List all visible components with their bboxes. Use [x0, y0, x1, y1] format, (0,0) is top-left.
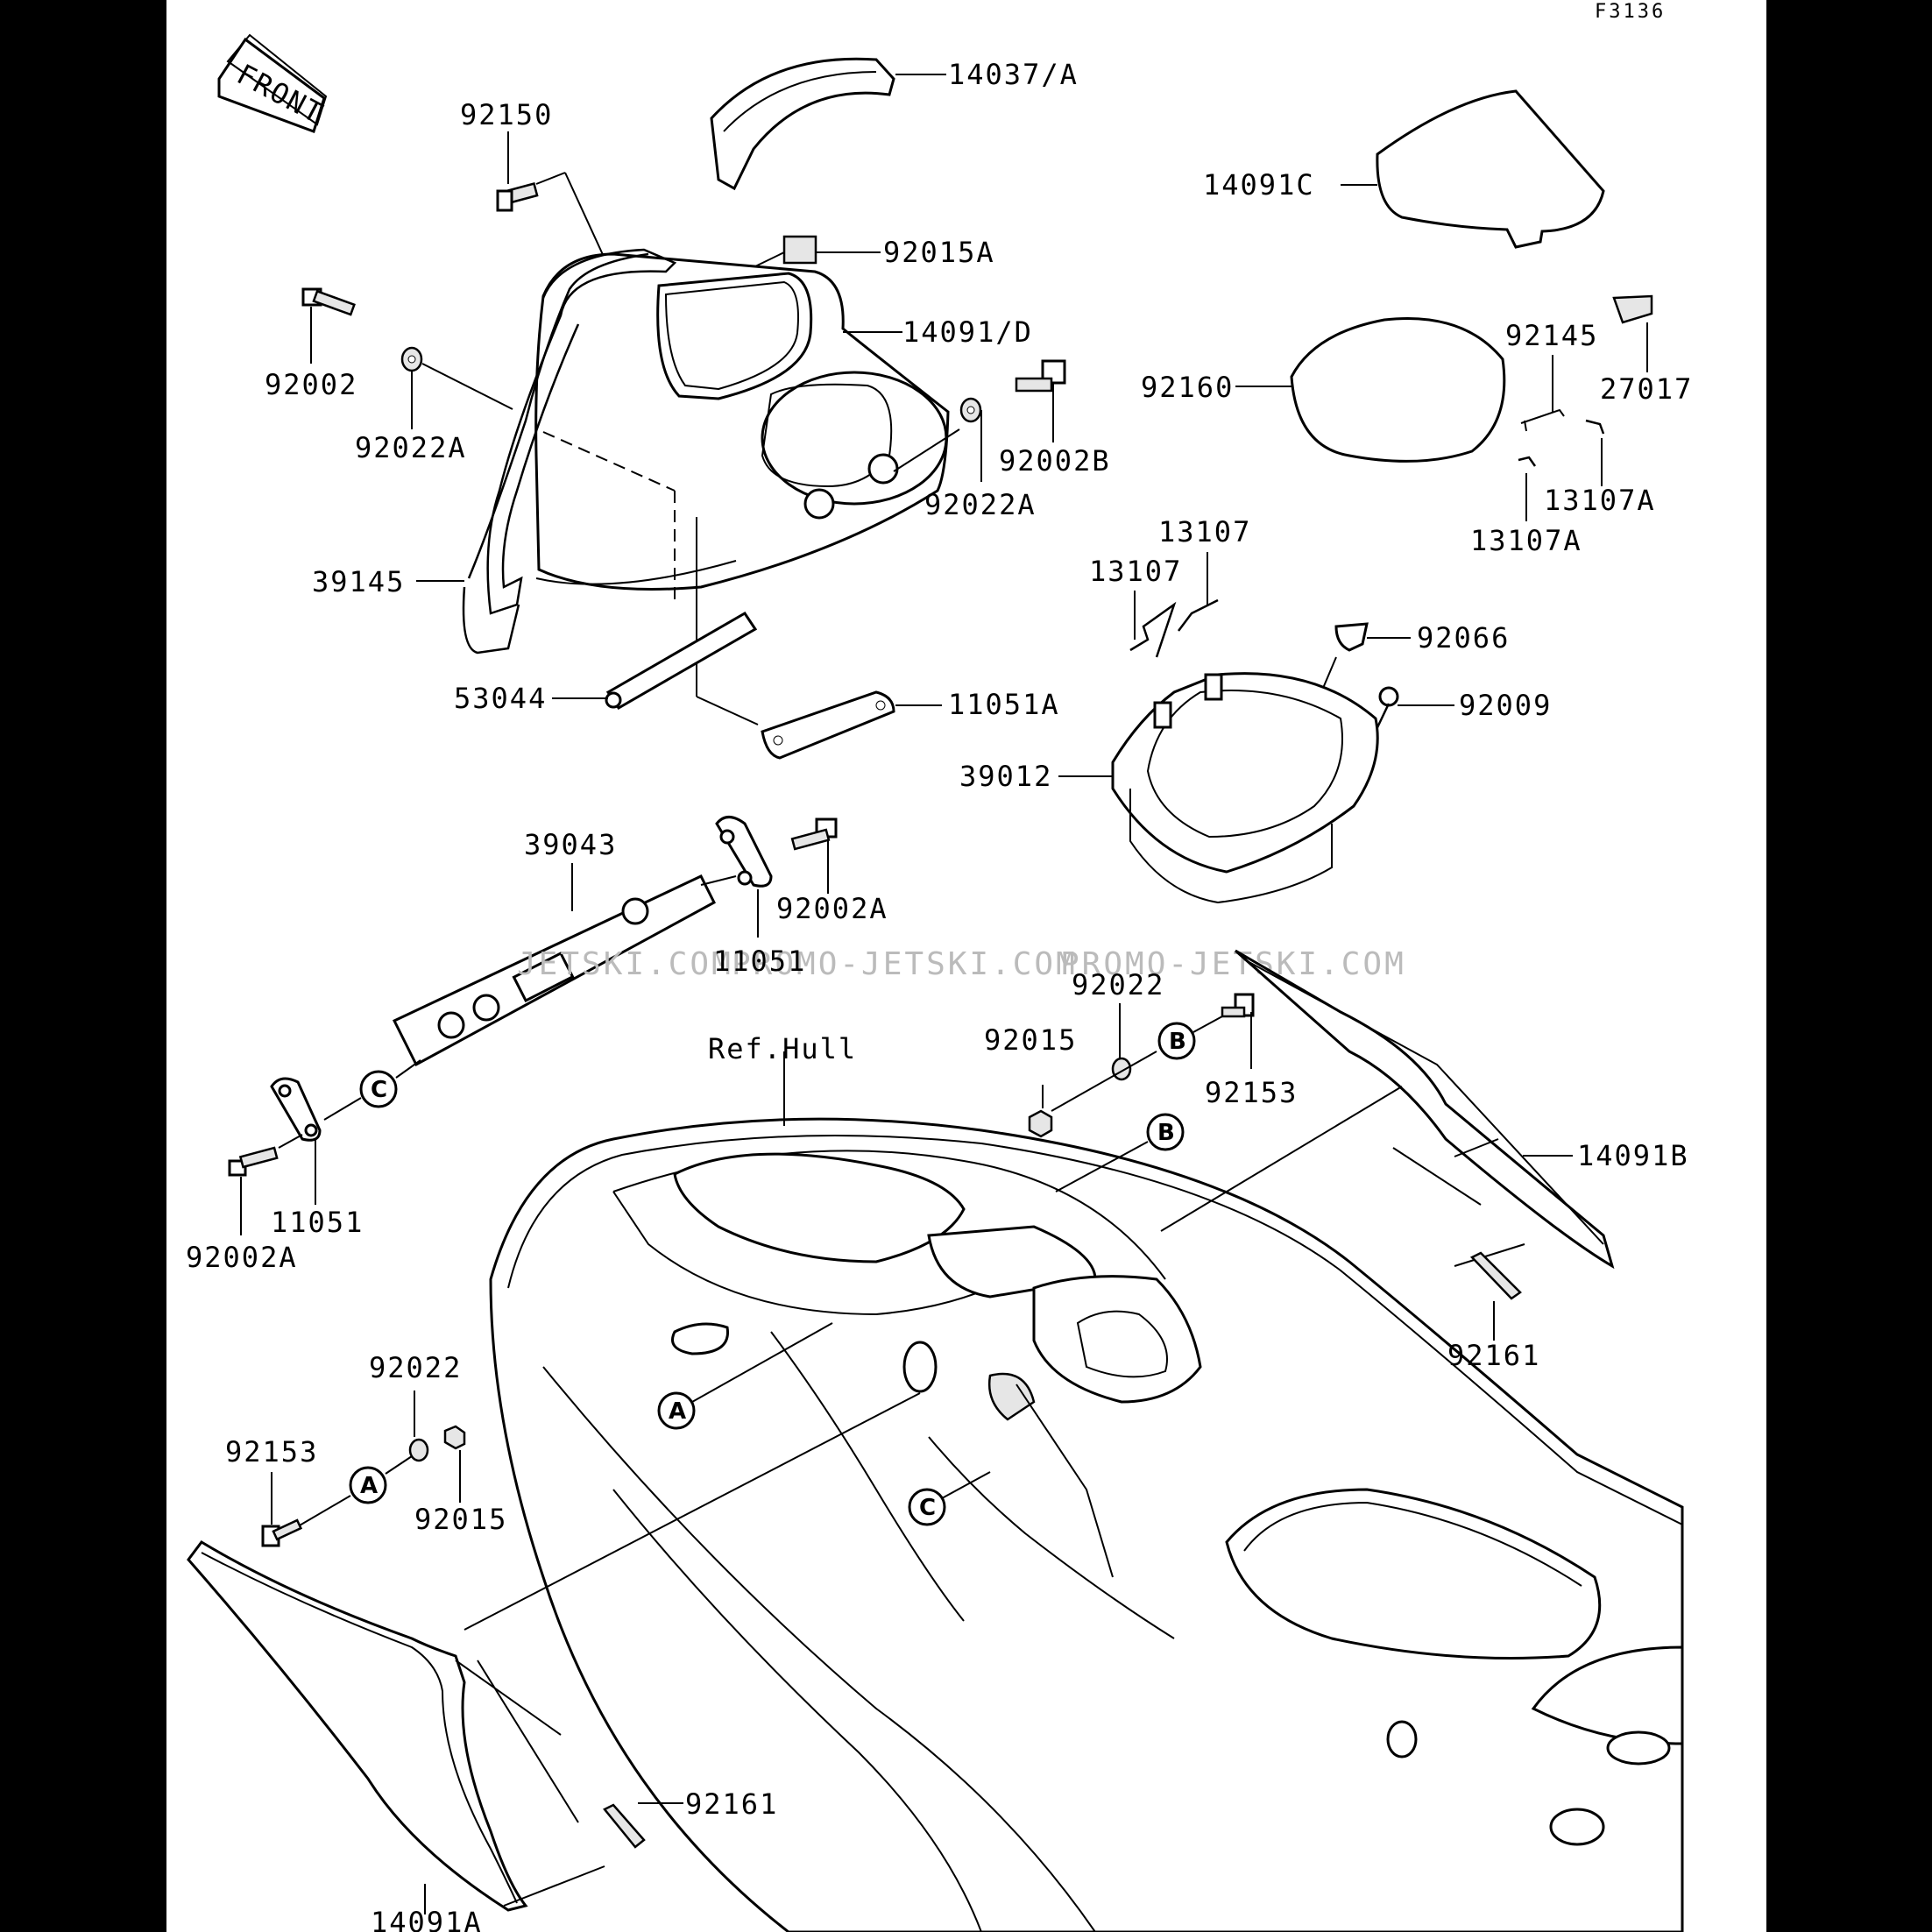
label-92002A-top: 92002A — [776, 892, 888, 925]
label-92022A-right: 92022A — [924, 488, 1037, 521]
label-13107A-2: 13107A — [1470, 524, 1582, 557]
label-11051-lower: 11051 — [271, 1206, 364, 1239]
leader-dash-1 — [542, 431, 676, 492]
watermark-left: JETSKI.COM — [517, 946, 733, 982]
part-labels: 14037/A 14091C 92150 92015A 14091/D 9200… — [186, 58, 1693, 1932]
part-92015A — [753, 235, 881, 268]
part-27017 — [1612, 294, 1653, 372]
callout-c-left — [359, 1070, 398, 1108]
label-27017: 27017 — [1600, 372, 1693, 406]
part-13107 — [1129, 552, 1219, 658]
label-39043: 39043 — [524, 828, 617, 861]
part-11051A — [761, 690, 942, 760]
callout-a-lower — [349, 1466, 387, 1504]
part-92161-right — [1469, 1251, 1522, 1341]
label-13107-1: 13107 — [1158, 515, 1251, 548]
svg-text:A: A — [669, 1398, 686, 1425]
label-92022-lower: 92022 — [369, 1351, 462, 1384]
part-92002B — [1015, 359, 1066, 442]
label-11051-top: 11051 — [713, 945, 806, 978]
label-39145: 39145 — [312, 565, 405, 598]
label-ref-hull: Ref.Hull — [708, 1032, 857, 1065]
label-92161-lower: 92161 — [685, 1787, 778, 1821]
svg-text:A: A — [360, 1473, 378, 1499]
part-13107A — [1518, 419, 1605, 521]
watermark-right: PROMO-JETSKI.COM — [1060, 946, 1406, 982]
svg-text:C: C — [371, 1077, 387, 1103]
label-53044: 53044 — [454, 682, 547, 715]
svg-text:B: B — [1169, 1029, 1186, 1055]
label-92153-lower: 92153 — [225, 1435, 318, 1468]
part-92022A-right — [893, 397, 982, 482]
callout-a-hull — [657, 1391, 696, 1430]
label-92066: 92066 — [1417, 621, 1510, 655]
label-92015A: 92015A — [883, 236, 995, 269]
part-92150 — [496, 131, 605, 259]
label-14037A: 14037/A — [948, 58, 1079, 91]
callouts-hull: B A C C — [323, 1059, 1403, 1631]
label-14091D: 14091/D — [902, 315, 1033, 349]
label-92161-right: 92161 — [1447, 1339, 1540, 1372]
part-92145 — [1520, 355, 1565, 432]
part-14091A — [187, 1540, 605, 1914]
svg-text:C: C — [919, 1495, 936, 1521]
callout-b-hull — [1146, 1113, 1185, 1151]
part-group-lower-a: A — [261, 1391, 466, 1547]
label-11051A: 11051A — [948, 688, 1060, 721]
part-group-upper-b: B — [1028, 993, 1255, 1138]
label-92145: 92145 — [1505, 319, 1598, 352]
watermark-center: PROMO-JETSKI.COM — [732, 946, 1078, 982]
label-92022-upper: 92022 — [1072, 968, 1164, 1001]
part-11051-lower — [228, 1077, 322, 1235]
part-39145 — [416, 248, 677, 655]
label-92009: 92009 — [1459, 689, 1552, 722]
label-14091C: 14091C — [1203, 168, 1315, 202]
ref-hull — [489, 1051, 1684, 1932]
part-92161-lower — [603, 1802, 683, 1849]
label-92002B: 92002B — [999, 444, 1111, 478]
figure-code: F3136 — [1595, 1, 1666, 23]
part-14091C — [1341, 89, 1605, 249]
svg-text:B: B — [1157, 1120, 1175, 1146]
label-92002: 92002 — [265, 368, 357, 401]
part-39043 — [392, 863, 716, 1067]
callout-c-hull — [908, 1488, 946, 1526]
label-92022A-left: 92022A — [355, 431, 467, 464]
part-92160 — [1235, 316, 1506, 463]
part-92022A-left — [400, 346, 513, 429]
label-92153-upper: 92153 — [1205, 1076, 1298, 1109]
part-92002A-top — [790, 817, 838, 894]
part-92002 — [301, 287, 356, 364]
label-14091A: 14091A — [371, 1906, 483, 1932]
leader-line-2 — [696, 696, 759, 725]
label-92002A-lower: 92002A — [186, 1241, 298, 1274]
part-11051-top — [700, 816, 773, 938]
part-14037A — [710, 57, 946, 191]
label-13107A-1: 13107A — [1544, 484, 1656, 517]
label-92160: 92160 — [1141, 371, 1234, 404]
part-39012 — [1058, 672, 1379, 904]
front-arrow: FRONT — [217, 33, 329, 133]
label-92015-upper: 92015 — [984, 1023, 1077, 1057]
label-13107-2: 13107 — [1089, 555, 1182, 588]
label-92150: 92150 — [460, 98, 553, 131]
part-14091D — [534, 252, 950, 591]
label-14091B: 14091B — [1577, 1139, 1689, 1172]
part-53044 — [552, 611, 758, 711]
callout-b-upper — [1157, 1022, 1196, 1060]
label-39012: 39012 — [959, 760, 1052, 793]
label-92015-lower: 92015 — [414, 1503, 507, 1536]
